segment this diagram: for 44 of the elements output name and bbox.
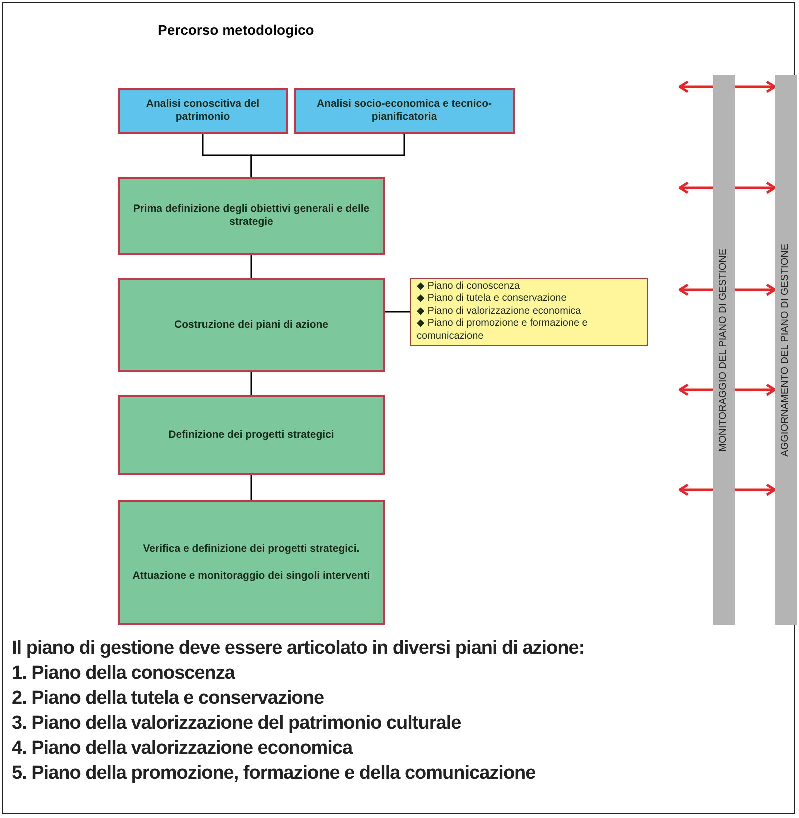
box-text: Analisi conoscitiva del patrimonio	[145, 98, 261, 124]
process-box	[118, 177, 385, 255]
process-box	[118, 88, 288, 134]
note-text: Il piano di gestione deve essere articolato in diversi piani di azione:	[12, 637, 585, 661]
box-text: Definizione dei progetti strategici	[168, 428, 334, 442]
arrow	[678, 384, 713, 396]
note-box	[410, 278, 648, 346]
box-text: Costruzione dei piani di azione	[174, 318, 328, 332]
connector-line	[250, 134, 406, 177]
list-item: ◆ Piano di promozione e formazione e comunicazione	[417, 318, 589, 344]
arrow	[678, 284, 713, 296]
vertical-bar	[775, 75, 797, 625]
note-text: 1. Piano della conoscenza	[12, 662, 236, 686]
bar-label: AGGIORNAMENTO DEL PIANO DI GESTIONE	[780, 244, 792, 456]
list-item: ◆ Piano di tutela e conservazione	[417, 293, 567, 306]
arrow	[735, 182, 776, 194]
list-item: ◆ Piano di conoscenza	[417, 280, 520, 294]
note-text: 4. Piano della valorizzazione economica	[12, 737, 354, 761]
note-text: 2. Piano della tutela e conservazione	[12, 687, 326, 711]
arrow	[678, 182, 713, 194]
box-text: Prima definizione degli obiettivi generali e delle strategie	[132, 203, 371, 229]
box-text: Attuazione e monitoraggio dei singoli interventi	[132, 570, 370, 582]
note-text: 3. Piano della valorizzazione del patrimonio culturale	[12, 712, 462, 736]
arrow	[678, 80, 713, 94]
title: Percorso metodologico	[158, 22, 314, 38]
process-box	[118, 500, 385, 625]
connector-line	[250, 255, 252, 278]
note-text: 5. Piano della promozione, formazione e della comunicazione	[12, 762, 537, 786]
box-text: Verifica e definizione dei progetti strategici.	[143, 542, 360, 556]
bar-label: MONITORAGGIO DEL PIANO DI GESTIONE	[718, 248, 730, 452]
process-box	[294, 88, 515, 134]
connector-line	[385, 311, 410, 313]
vertical-bar	[713, 75, 735, 625]
list-item: ◆ Piano di valorizzazione economica	[417, 306, 582, 318]
arrow	[735, 284, 776, 296]
connector-line	[250, 372, 252, 395]
connector-line	[250, 475, 252, 500]
arrow	[735, 384, 776, 396]
process-box	[118, 395, 385, 475]
arrow	[735, 80, 776, 94]
arrow	[735, 484, 776, 496]
arrow	[678, 484, 713, 496]
process-box	[118, 278, 385, 372]
box-text: Analisi socio-economica e tecnico-pianificatoria	[316, 98, 494, 124]
